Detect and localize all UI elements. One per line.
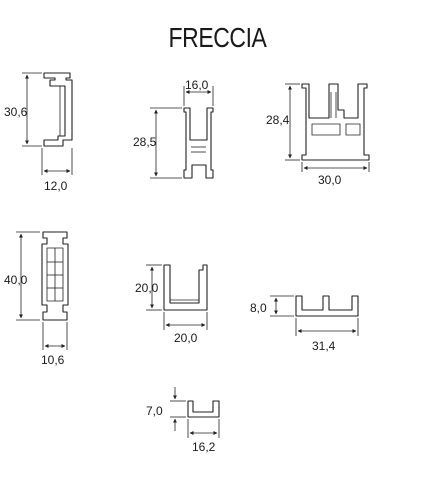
- profile-6-height: 8,0: [250, 301, 267, 315]
- profile-1-height: 30,6: [4, 105, 28, 119]
- profile-3-width: 30,0: [318, 173, 342, 187]
- profile-5-shape: [163, 264, 208, 311]
- profile-6: 8,0 31,4: [250, 295, 359, 353]
- profile-4: 40,0 10,6: [4, 231, 69, 367]
- profile-1: 30,6 12,0: [4, 72, 73, 193]
- profile-4-height: 40,0: [4, 273, 28, 287]
- profile-1-width: 12,0: [44, 179, 68, 193]
- profile-1-shape: [43, 72, 73, 147]
- profile-5-width: 20,0: [174, 331, 198, 345]
- profile-5-height: 20,0: [135, 281, 159, 295]
- page-title: FRECCIA: [168, 22, 267, 53]
- profile-5: 20,0 20,0: [135, 264, 208, 345]
- profile-6-width: 31,4: [312, 339, 336, 353]
- profile-2-height: 28,5: [133, 135, 157, 149]
- profile-2-shape: [183, 107, 214, 179]
- profile-3-height: 28,4: [266, 113, 290, 127]
- profile-6-shape: [295, 295, 359, 317]
- profile-7-height: 7,0: [146, 404, 163, 418]
- profile-3: 28,4 30,0: [266, 83, 370, 187]
- profile-4-width: 10,6: [41, 353, 65, 367]
- profile-2-width: 16,0: [185, 78, 209, 92]
- profile-3-shape: [301, 83, 370, 161]
- profile-7: 7,0 16,2: [146, 387, 220, 454]
- profile-7-shape: [187, 400, 220, 418]
- profile-2: 16,0 28,5: [133, 78, 214, 179]
- profile-7-width: 16,2: [192, 440, 216, 454]
